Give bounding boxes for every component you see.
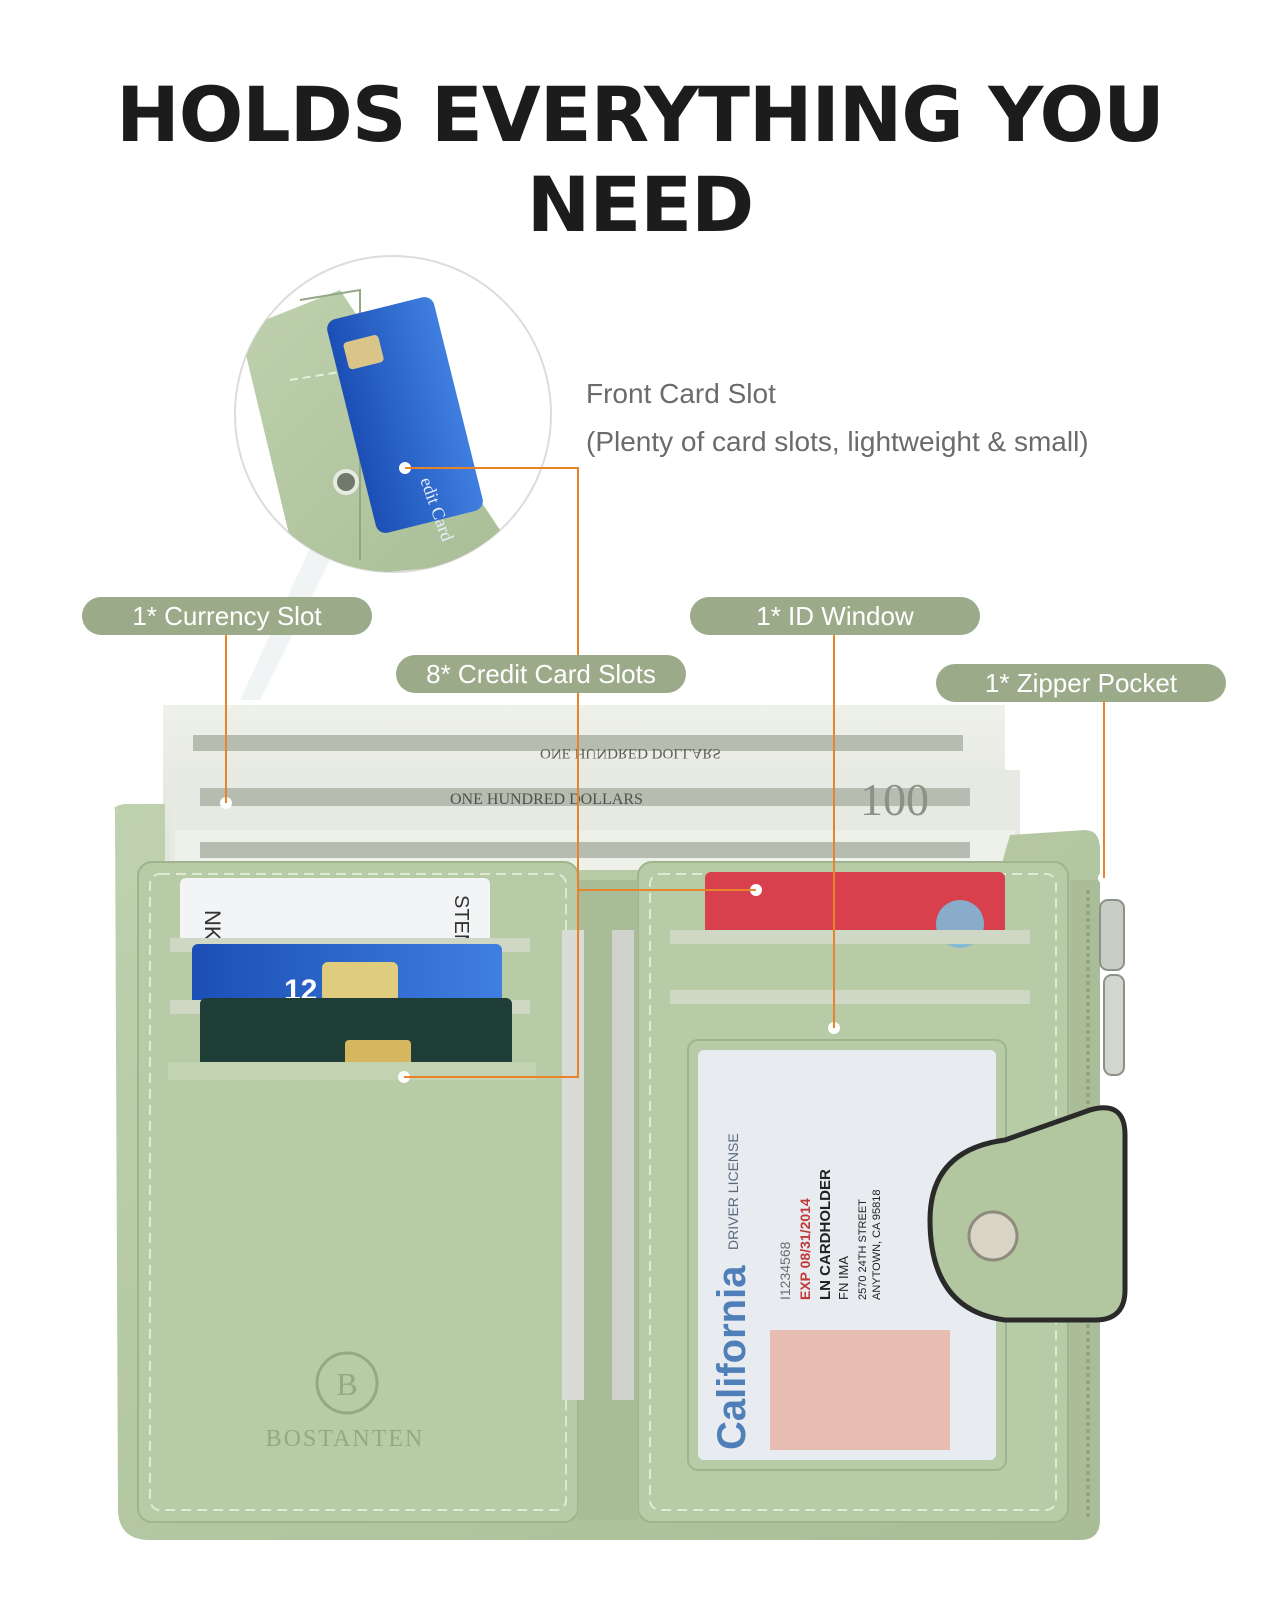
license-state: California <box>710 1265 754 1450</box>
brand-name: BOSTANTEN <box>266 1426 425 1452</box>
bill-text-2: ONE HUNDRED DOLLARS <box>450 791 643 808</box>
license-city: ANYTOWN, CA 95818 <box>871 1190 883 1300</box>
center-card-2 <box>612 930 634 1400</box>
label-credit-card-slots: 8* Credit Card Slots <box>396 655 686 693</box>
card-dark <box>200 998 512 1072</box>
license-name: LN CARDHOLDER <box>817 1169 834 1300</box>
callout-lines <box>225 467 1105 1078</box>
front-card-slot-title: Front Card Slot <box>586 378 776 409</box>
license-exp: EXP 08/31/2014 <box>797 1198 813 1300</box>
license-address: 2570 24TH STREET <box>857 1199 869 1300</box>
zoom-callout: edit Card <box>234 255 552 700</box>
license-first: FN IMA <box>836 1256 851 1300</box>
svg-text:B: B <box>336 1366 357 1402</box>
front-card-slot-subtitle: (Plenty of card slots, lightweight & sma… <box>586 426 1089 457</box>
zipper-pull <box>1099 899 1125 971</box>
card-white-right-text: STEM <box>450 895 472 951</box>
bill-value: 100 <box>860 774 929 825</box>
card-blue-chip <box>322 962 398 1002</box>
label-zipper-pocket: 1* Zipper Pocket <box>936 664 1226 702</box>
bill-text-1: ONE HUNDRED DOLLARS <box>540 745 721 761</box>
snap-button-logo <box>967 1210 1019 1262</box>
label-id-window: 1* ID Window <box>690 597 980 635</box>
center-card-1 <box>562 930 584 1400</box>
license-number: I1234568 <box>777 1241 793 1300</box>
snap-tab <box>927 1105 1128 1323</box>
zipper-pocket <box>927 872 1128 1520</box>
headline: HOLDS EVERYTHING YOU NEED <box>116 70 1165 249</box>
zoom-snap-button <box>333 469 359 495</box>
card-white-left-text: NK <box>200 910 225 941</box>
brand-logo <box>315 1351 379 1415</box>
license-type: DRIVER LICENSE <box>725 1133 741 1250</box>
card-red <box>705 872 1005 944</box>
left-card-slots: NK STEM 12 B BOSTANTEN <box>168 878 536 1452</box>
card-white <box>180 878 490 948</box>
zoom-card-chip <box>343 335 384 370</box>
label-currency-slot: 1* Currency Slot <box>82 597 372 635</box>
right-card-slots: California DRIVER LICENSE EXP 08/31/2014… <box>670 872 1030 1471</box>
license-photo <box>770 1330 950 1450</box>
